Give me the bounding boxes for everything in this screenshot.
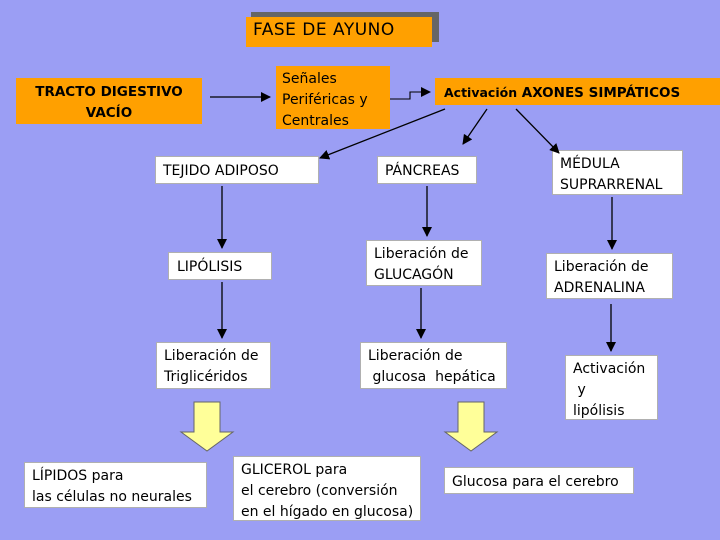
glicerol-label: GLICEROL para el cerebro (conversión en … xyxy=(241,462,414,520)
pancreas-label: PÁNCREAS xyxy=(385,163,460,179)
glicerol-box: GLICEROL para el cerebro (conversión en … xyxy=(233,456,421,521)
title-box: FASE DE AYUNO xyxy=(246,17,432,47)
tejido-adiposo-label: TEJIDO ADIPOSO xyxy=(163,163,279,179)
activacion-lipolisis-label: Activación y lipólisis xyxy=(573,361,646,419)
lipidos-label: LÍPIDOS para las células no neurales xyxy=(32,468,192,505)
tejido-adiposo-box: TEJIDO ADIPOSO xyxy=(155,156,319,184)
glucosa-cerebro-box: Glucosa para el cerebro xyxy=(444,467,634,494)
tracto-digestivo-label: TRACTO DIGESTIVO VACÍO xyxy=(35,84,183,121)
tracto-digestivo-box: TRACTO DIGESTIVO VACÍO xyxy=(16,78,202,124)
senales-label: Señales Periféricas y Centrales xyxy=(282,71,368,129)
trigliceridos-label: Liberación de Triglicéridos xyxy=(164,348,259,385)
activacion-lipolisis-box: Activación y lipólisis xyxy=(565,355,658,420)
lipolisis-label: LIPÓLISIS xyxy=(177,259,243,275)
glucosa-hepatica-label: Liberación de glucosa hepática xyxy=(368,348,496,385)
lipidos-box: LÍPIDOS para las células no neurales xyxy=(24,462,207,508)
glucosa-cerebro-label: Glucosa para el cerebro xyxy=(452,474,619,490)
activacion-box: Activación AXONES SIMPÁTICOS xyxy=(435,78,720,105)
adrenalina-box: Liberación de ADRENALINA xyxy=(546,253,673,299)
arrow-activacion-to-medula xyxy=(515,108,560,154)
glucosa-hepatica-box: Liberación de glucosa hepática xyxy=(360,342,507,389)
lipolisis-box: LIPÓLISIS xyxy=(168,252,272,280)
arrow-senales-to-activacion xyxy=(390,87,431,100)
block-arrow-trigliceridos xyxy=(179,401,235,452)
adrenalina-label: Liberación de ADRENALINA xyxy=(554,259,649,296)
pancreas-box: PÁNCREAS xyxy=(377,156,477,184)
title: FASE DE AYUNO xyxy=(253,20,395,40)
glucagon-label: Liberación de GLUCAGÓN xyxy=(374,246,469,283)
activacion-axones-label: AXONES SIMPÁTICOS xyxy=(517,85,681,101)
medula-label: MÉDULA SUPRARRENAL xyxy=(560,156,663,193)
senales-box: Señales Periféricas y Centrales xyxy=(276,66,390,129)
arrow-activacion-to-tejido xyxy=(319,108,446,160)
glucagon-box: Liberación de GLUCAGÓN xyxy=(366,240,482,286)
block-arrow-glucosa xyxy=(443,401,499,452)
medula-box: MÉDULA SUPRARRENAL xyxy=(552,150,683,195)
trigliceridos-box: Liberación de Triglicéridos xyxy=(156,342,271,389)
activacion-prefix: Activación xyxy=(444,85,518,100)
arrow-activacion-to-pancreas xyxy=(462,108,488,145)
